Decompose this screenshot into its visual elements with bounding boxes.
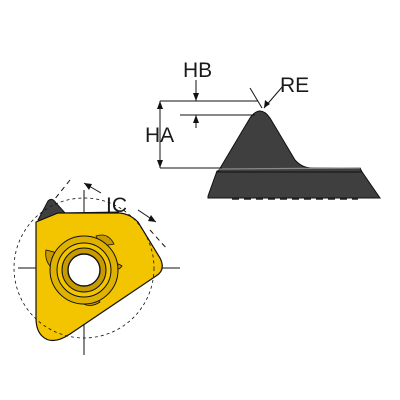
insert-center-hole (67, 253, 101, 287)
insert-cutting-tip (37, 198, 67, 223)
dimension-arrowheads-right (157, 93, 270, 168)
thread-profile (207, 110, 381, 200)
profile-body (207, 168, 381, 199)
label-ic: IC (106, 194, 127, 217)
profile-edge-highlight (218, 167, 361, 170)
label-hb: HB (183, 59, 212, 82)
dimension-arrowheads-ic (84, 183, 156, 222)
insert-inscribed-circle (13, 197, 155, 339)
label-re: RE (280, 74, 309, 97)
profile-tooth (215, 110, 363, 173)
label-ha: HA (145, 124, 174, 147)
